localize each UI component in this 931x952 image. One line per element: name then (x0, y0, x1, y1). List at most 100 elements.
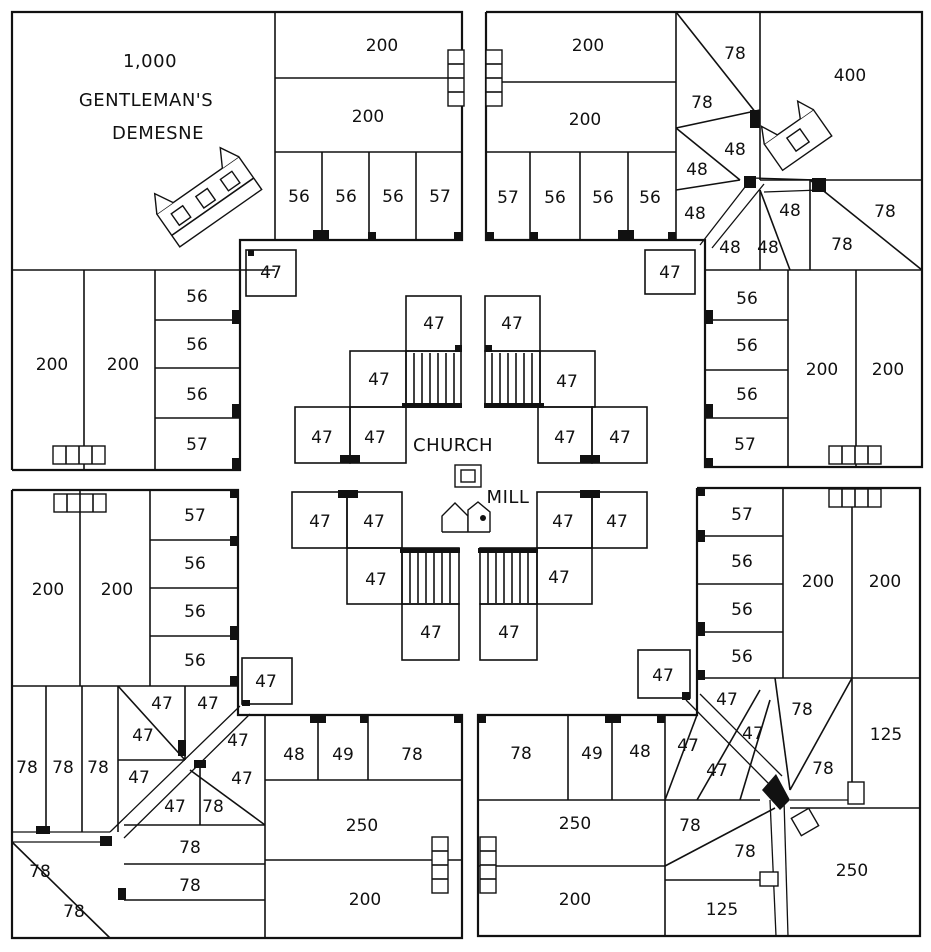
plot-label: 48 (283, 745, 305, 765)
plot-label: 200 (107, 355, 139, 375)
manor-house-icon (760, 99, 833, 172)
plot-label: 47 (554, 428, 576, 448)
plot-label: 200 (101, 580, 133, 600)
plot-label: 47 (548, 568, 570, 588)
quadrant-northeast: 200 200 57 56 56 56 78 78 48 48 48 48 48… (484, 10, 924, 469)
plot-label: 250 (559, 814, 591, 834)
plot-label: 400 (834, 66, 866, 86)
plot-label: 47 (260, 263, 282, 283)
plot-label: 78 (202, 797, 224, 817)
plot-label: 200 (32, 580, 64, 600)
plot-label: 78 (691, 93, 713, 113)
plot-label: 125 (706, 900, 738, 920)
plot-label: 47 (609, 428, 631, 448)
plot-label: 48 (779, 201, 801, 221)
quadrant-southeast: 57 56 56 56 200 200 47 47 47 47 47 78 78… (476, 486, 922, 938)
plot-label: 49 (581, 744, 603, 764)
cottage-row-icon (431, 836, 449, 894)
plot-label: 47 (716, 690, 738, 710)
demesne-title-line1: GENTLEMAN'S (79, 90, 213, 111)
plot-label: 200 (352, 107, 384, 127)
village-centre: 47 47 47 47 47 47 47 47 47 47 47 47 47 4… (291, 295, 648, 661)
plot-label: 48 (629, 742, 651, 762)
plot-label: 78 (401, 745, 423, 765)
church-label: CHURCH (413, 435, 493, 456)
plot-label: 47 (501, 314, 523, 334)
plot-label: 47 (552, 512, 574, 532)
plot-label: 78 (52, 758, 74, 778)
plot-label: 47 (197, 694, 219, 714)
plot-label: 56 (731, 600, 753, 620)
mill-label: MILL (487, 487, 530, 508)
plot-label: 78 (179, 838, 201, 858)
plot-label: 47 (365, 570, 387, 590)
plot-label: 57 (184, 506, 206, 526)
plot-label: 250 (836, 861, 868, 881)
cottage-row-icon (828, 445, 882, 465)
plot-label: 47 (364, 428, 386, 448)
plot-label: 57 (497, 188, 519, 208)
demesne-title-line2: DEMESNE (112, 123, 204, 144)
cottage-row-icon (485, 49, 503, 107)
plot-label: 47 (227, 731, 249, 751)
plot-label: 47 (652, 666, 674, 686)
quadrant-southwest: 57 56 56 56 200 200 47 47 47 47 47 47 47… (10, 488, 464, 940)
stair-hatching (491, 353, 533, 404)
plot-label: 200 (869, 572, 901, 592)
plot-label: 200 (572, 36, 604, 56)
cottage-row-icon (828, 488, 882, 508)
plot-label: 56 (186, 385, 208, 405)
plot-label: 56 (544, 188, 566, 208)
plot-label: 47 (606, 512, 628, 532)
plot-label: 56 (184, 651, 206, 671)
cottage-row-icon (53, 493, 107, 513)
plot-label: 47 (556, 372, 578, 392)
plot-label: 47 (363, 512, 385, 532)
mill-icon (441, 501, 491, 533)
quadrant-northwest: 1,000 GENTLEMAN'S DEMESNE 200 200 56 56 … (10, 10, 465, 472)
plot-label: 47 (164, 797, 186, 817)
plot-label: 48 (686, 160, 708, 180)
plot-label: 200 (569, 110, 601, 130)
plot-label: 56 (639, 188, 661, 208)
plot-label: 47 (128, 768, 150, 788)
plot-label: 78 (16, 758, 38, 778)
plot-label: 78 (812, 759, 834, 779)
plot-label: 78 (679, 816, 701, 836)
plot-label: 56 (731, 647, 753, 667)
plot-label: 48 (724, 140, 746, 160)
plot-label: 47 (742, 724, 764, 744)
plot-label: 56 (731, 552, 753, 572)
plot-label: 200 (559, 890, 591, 910)
plot-label: 47 (677, 736, 699, 756)
plot-label: 56 (186, 287, 208, 307)
plot-label: 47 (498, 623, 520, 643)
plot-label: 56 (186, 335, 208, 355)
plot-label: 78 (791, 700, 813, 720)
plot-label: 200 (806, 360, 838, 380)
plot-label: 48 (719, 238, 741, 258)
plot-label: 47 (659, 263, 681, 283)
cottage-row-icon (479, 836, 497, 894)
cottage-row-icon (447, 49, 465, 107)
stair-hatching (409, 553, 451, 603)
stair-hatching (487, 553, 529, 603)
plot-label: 200 (802, 572, 834, 592)
plot-label: 57 (734, 435, 756, 455)
plot-label: 200 (349, 890, 381, 910)
plot-label: 49 (332, 745, 354, 765)
plot-label: 200 (36, 355, 68, 375)
plot-label: 56 (736, 385, 758, 405)
plot-label: 250 (346, 816, 378, 836)
demesne-area-label: 1,000 (123, 51, 177, 72)
plot-label: 57 (731, 505, 753, 525)
plot-label: 47 (423, 314, 445, 334)
plot-label: 57 (186, 435, 208, 455)
plot-label: 48 (684, 204, 706, 224)
plot-label: 56 (335, 187, 357, 207)
plot-label: 47 (151, 694, 173, 714)
plot-label: 78 (29, 862, 51, 882)
plot-label: 78 (510, 744, 532, 764)
plot-label: 78 (63, 902, 85, 922)
plot-label: 200 (366, 36, 398, 56)
